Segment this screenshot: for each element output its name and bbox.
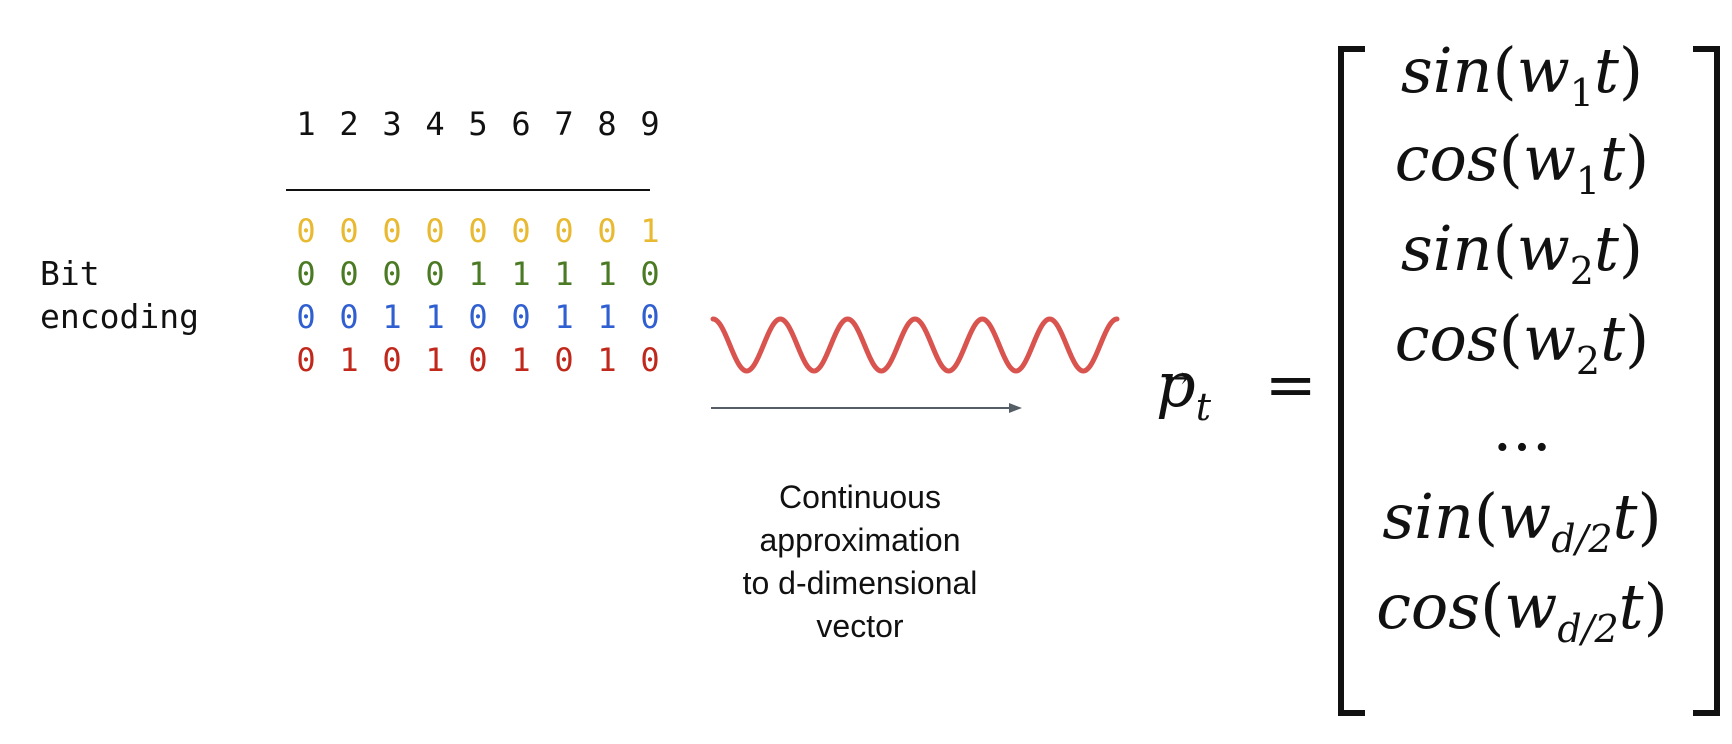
- bit-row-3-cell: 0: [296, 298, 316, 336]
- vector-entry-cos: cos(wd/2t): [1376, 570, 1668, 652]
- bit-header-row-cell: 9: [640, 105, 660, 143]
- bit-row-1-cell: 0: [382, 212, 402, 250]
- entry-subscript: d/2: [1551, 517, 1613, 561]
- bit-label-line2: encoding: [40, 297, 199, 336]
- equals-sign: =: [1264, 348, 1317, 421]
- bit-row-1-cell: 0: [425, 212, 445, 250]
- bit-row-3-cell: 1: [554, 298, 574, 336]
- bit-row-2-cell: 0: [640, 255, 660, 293]
- bit-row-3-cell: 0: [511, 298, 531, 336]
- bit-row-1-cell: 0: [296, 212, 316, 250]
- bit-header-row-cell: 6: [511, 105, 531, 143]
- entry-subscript: d/2: [1557, 607, 1619, 651]
- bit-header-row-cell: 3: [382, 105, 402, 143]
- vector-entry-sin: sin(w2t): [1400, 212, 1644, 294]
- vector-entry-ellipsis: ...: [1492, 392, 1552, 465]
- bit-row-4-cell: 1: [597, 341, 617, 379]
- bit-row-1-cell: 0: [511, 212, 531, 250]
- entry-function: sin: [1382, 480, 1474, 553]
- bit-row-3-cell: 0: [468, 298, 488, 336]
- bit-header-row-cell: 5: [468, 105, 488, 143]
- bit-row-2-cell: 1: [597, 255, 617, 293]
- bit-header-row-cell: 1: [296, 105, 316, 143]
- bit-header-row-cell: 2: [339, 105, 359, 143]
- entry-subscript: 2: [1569, 249, 1594, 293]
- caption-line3: to d-dimensional: [742, 565, 978, 601]
- entry-subscript: 1: [1569, 71, 1594, 115]
- lhs-subscript: t: [1195, 385, 1211, 429]
- sine-wave-icon: [710, 316, 1120, 374]
- bit-row-1-cell: 0: [468, 212, 488, 250]
- vector-entry-cos: cos(w1t): [1394, 122, 1650, 204]
- vector-arrow-icon: →: [1164, 361, 1190, 396]
- bit-row-3-cell: 1: [382, 298, 402, 336]
- vector-entry-cos: cos(w2t): [1394, 302, 1650, 384]
- bit-row-2-cell: 1: [511, 255, 531, 293]
- entry-function: cos: [1394, 302, 1499, 375]
- caption-line4: vector: [816, 608, 904, 644]
- bit-row-3-cell: 1: [425, 298, 445, 336]
- caption-line1: Continuous: [779, 479, 941, 515]
- entry-function: sin: [1400, 212, 1493, 285]
- bit-row-2-cell: 0: [296, 255, 316, 293]
- caption-line2: approximation: [759, 522, 961, 558]
- header-rule: [286, 189, 650, 191]
- bit-row-2-cell: 0: [339, 255, 359, 293]
- entry-function: sin: [1400, 34, 1493, 107]
- bit-header-row-cell: 8: [597, 105, 617, 143]
- bit-row-4-cell: 1: [425, 341, 445, 379]
- bit-row-4-cell: 0: [382, 341, 402, 379]
- caption: Continuous approximation to d-dimensiona…: [680, 476, 1040, 648]
- bit-row-1-cell: 1: [640, 212, 660, 250]
- entry-subscript: 2: [1575, 339, 1601, 383]
- entry-function: cos: [1394, 122, 1499, 195]
- bit-row-1-cell: 0: [554, 212, 574, 250]
- arrow-icon: [711, 403, 1022, 413]
- bit-row-1-cell: 0: [339, 212, 359, 250]
- bit-row-2-cell: 0: [382, 255, 402, 293]
- entry-function: cos: [1376, 570, 1481, 643]
- position-vector-lhs: p → t =: [1156, 350, 1317, 442]
- entry-subscript: 1: [1575, 159, 1601, 203]
- bit-label-line1: Bit: [40, 254, 100, 293]
- bit-row-4-cell: 0: [296, 341, 316, 379]
- bit-row-3-cell: 0: [640, 298, 660, 336]
- vector-entry-sin: sin(w1t): [1400, 34, 1644, 116]
- bit-row-4-cell: 0: [554, 341, 574, 379]
- lhs-symbol: p: [1156, 348, 1196, 421]
- bit-header-row-cell: 4: [425, 105, 445, 143]
- sine-wave-path: [710, 316, 1120, 374]
- bit-encoding-label: Bit encoding: [40, 252, 199, 338]
- bit-row-4-cell: 0: [640, 341, 660, 379]
- bit-header-row-cell: 7: [554, 105, 574, 143]
- matrix-brackets: [1338, 46, 1720, 716]
- bit-row-1-cell: 0: [597, 212, 617, 250]
- bit-row-3-cell: 0: [339, 298, 359, 336]
- bit-row-3-cell: 1: [597, 298, 617, 336]
- bit-row-2-cell: 1: [468, 255, 488, 293]
- vector-entry-sin: sin(wd/2t): [1382, 480, 1662, 562]
- bit-row-2-cell: 0: [425, 255, 445, 293]
- bit-row-2-cell: 1: [554, 255, 574, 293]
- bit-row-4-cell: 0: [468, 341, 488, 379]
- bit-row-4-cell: 1: [511, 341, 531, 379]
- bit-row-4-cell: 1: [339, 341, 359, 379]
